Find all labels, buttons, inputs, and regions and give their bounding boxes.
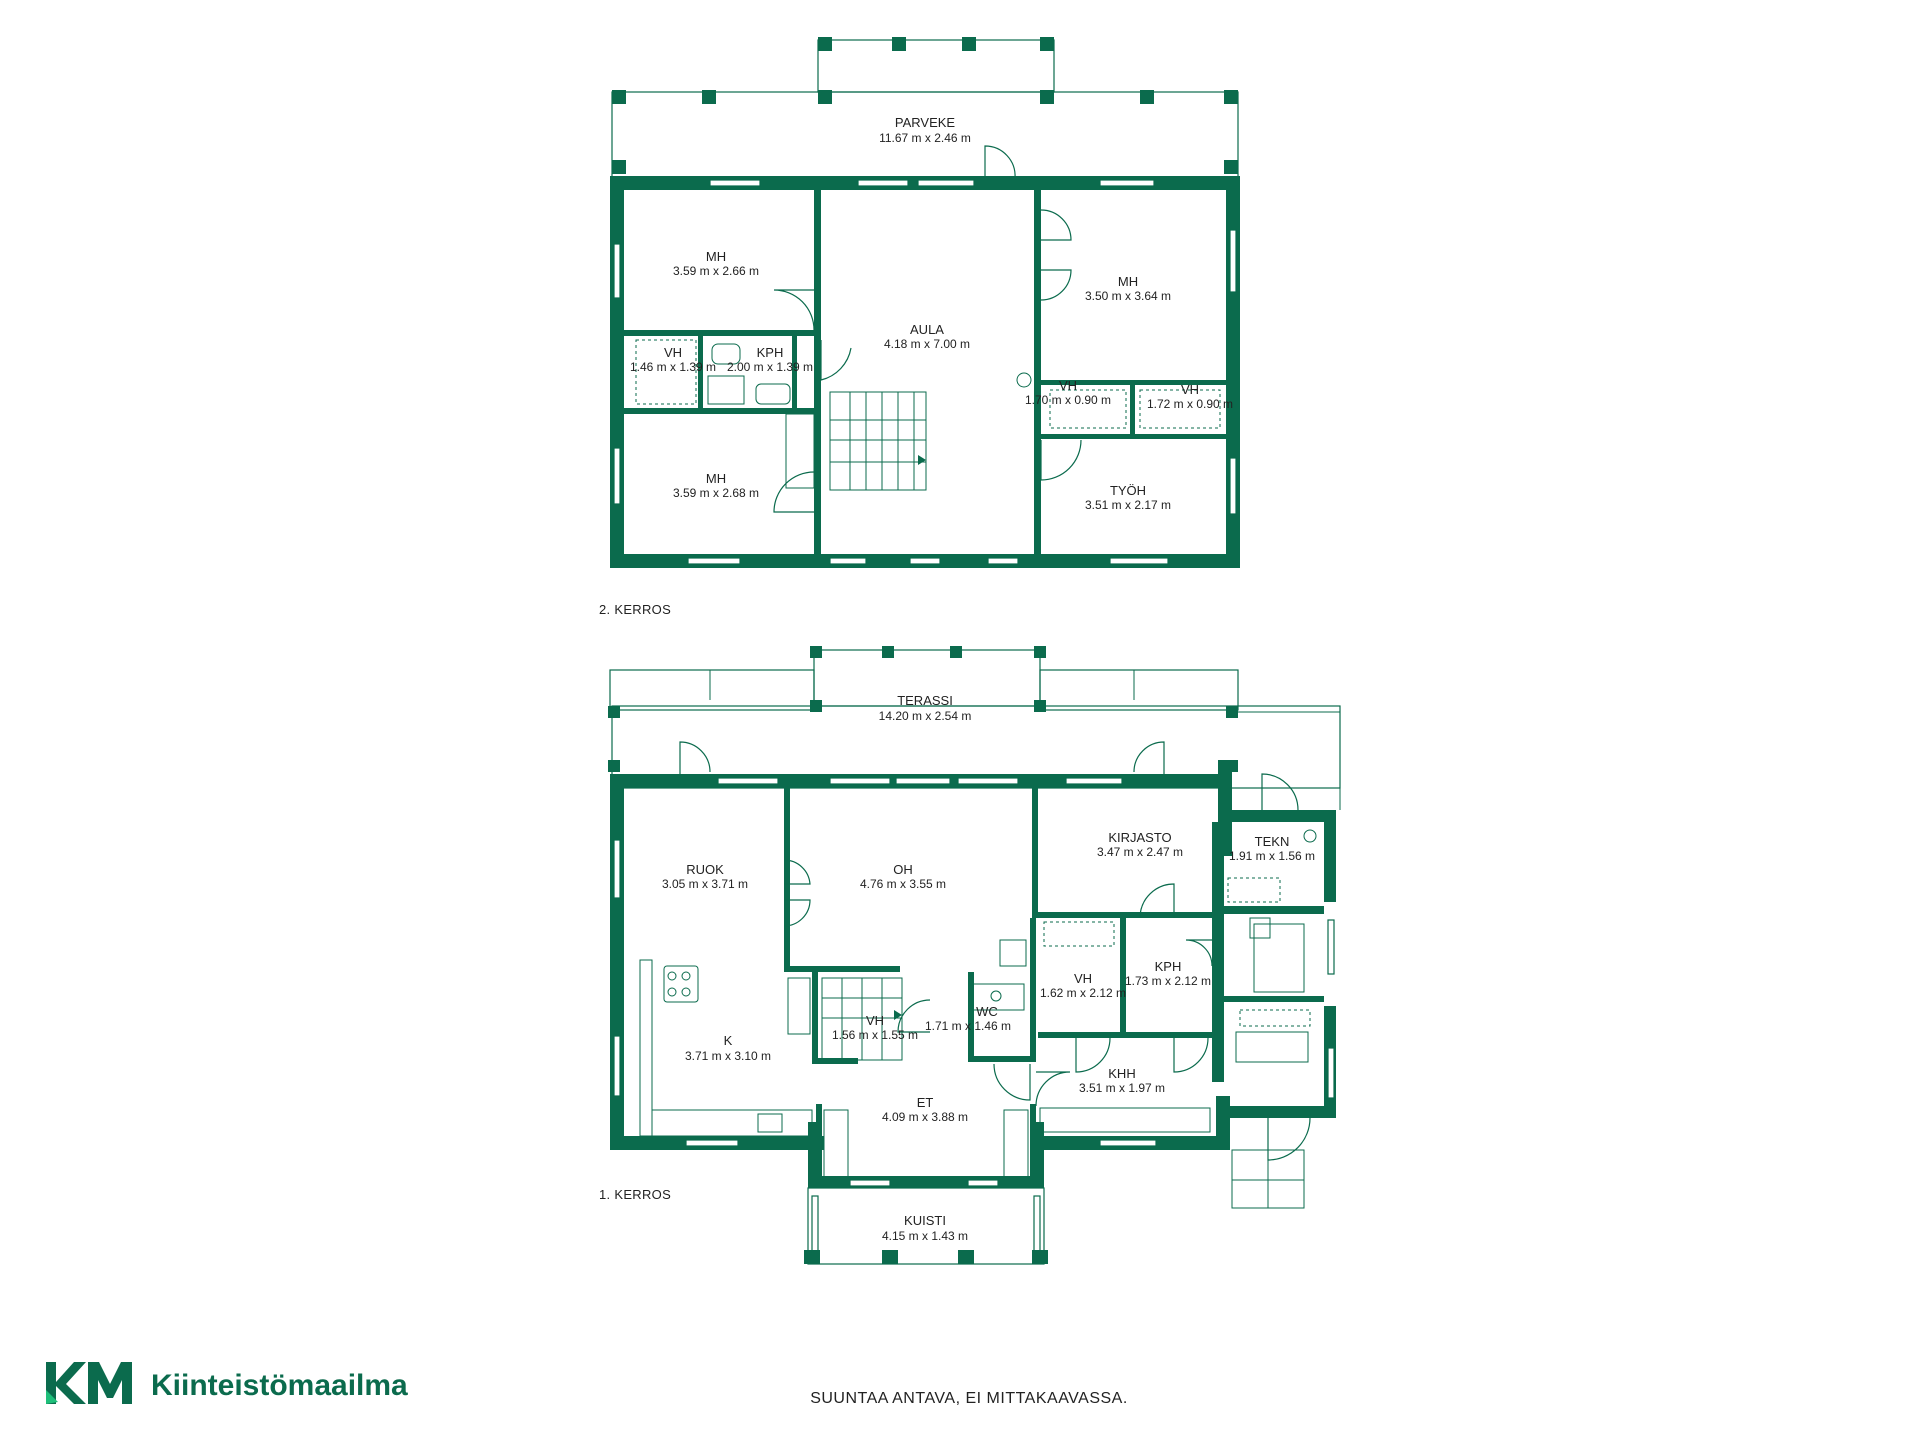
room-name-oh: OH: [893, 862, 913, 877]
room-name-tyoh: TYÖH: [1110, 483, 1146, 498]
terrace-deck-right: [1039, 669, 1239, 711]
room-size-tyoh: 3.51 m x 2.17 m: [1085, 498, 1171, 512]
terrace-bay: [813, 649, 1041, 707]
brand-logo: Kiinteistömaailma: [46, 1362, 408, 1404]
room-name-ruok: RUOK: [686, 862, 724, 877]
room-name-vh-mid: VH: [1074, 971, 1092, 986]
room-size-aula: 4.18 m x 7.00 m: [884, 337, 970, 351]
room-name-vh-stair: VH: [866, 1013, 884, 1028]
room-size-vh-mid: 1.62 m x 2.12 m: [1040, 986, 1126, 1000]
room-size-mh-nw: 3.59 m x 2.66 m: [673, 264, 759, 278]
room-name-mh-sw: MH: [706, 471, 726, 486]
room-size-tekn: 1.91 m x 1.56 m: [1229, 849, 1315, 863]
room-name-terassi: TERASSI: [897, 693, 953, 708]
balcony-bay: [817, 39, 1055, 93]
room-name-kph-up: KPH: [757, 345, 784, 360]
room-labels: PARVEKE 11.67 m x 2.46 m MH 3.59 m x 2.6…: [630, 115, 1315, 1243]
room-name-parveke: PARVEKE: [895, 115, 956, 130]
room-size-k: 3.71 m x 3.10 m: [685, 1049, 771, 1063]
terrace-deck-left: [609, 669, 815, 711]
disclaimer-note: SUUNTAA ANTAVA, EI MITTAKAAVASSA.: [810, 1390, 1128, 1407]
room-name-kuisti: KUISTI: [904, 1213, 946, 1228]
room-size-kuisti: 4.15 m x 1.43 m: [882, 1229, 968, 1243]
room-size-khh: 3.51 m x 1.97 m: [1079, 1081, 1165, 1095]
room-size-et: 4.09 m x 3.88 m: [882, 1110, 968, 1124]
room-size-kph-up: 2.00 m x 1.39 m: [727, 360, 813, 374]
room-name-kirjasto: KIRJASTO: [1108, 830, 1171, 845]
room-name-et: ET: [917, 1095, 934, 1110]
room-name-vh-w: VH: [664, 345, 682, 360]
room-size-vh-w: 1.46 m x 1.39 m: [630, 360, 716, 374]
room-name-mh-ne: MH: [1118, 274, 1138, 289]
room-size-ruok: 3.05 m x 3.71 m: [662, 877, 748, 891]
room-size-terassi: 14.20 m x 2.54 m: [879, 709, 972, 723]
room-name-kph-down: KPH: [1155, 959, 1182, 974]
exterior-wall-left: [610, 176, 624, 568]
brand-name: Kiinteistömaailma: [151, 1369, 408, 1402]
room-name-wc: WC: [976, 1004, 998, 1019]
room-name-mh-nw: MH: [706, 249, 726, 264]
room-name-aula: AULA: [910, 322, 944, 337]
room-size-oh: 4.76 m x 3.55 m: [860, 877, 946, 891]
room-name-vh-e1: VH: [1059, 378, 1077, 393]
room-size-parveke: 11.67 m x 2.46 m: [879, 131, 971, 145]
room-name-tekn: TEKN: [1255, 834, 1290, 849]
room-size-mh-ne: 3.50 m x 3.64 m: [1085, 289, 1171, 303]
floor-2: [610, 37, 1240, 568]
room-size-kph-down: 1.73 m x 2.12 m: [1125, 974, 1211, 988]
room-size-wc: 1.71 m x 1.46 m: [925, 1019, 1011, 1033]
room-name-khh: KHH: [1108, 1066, 1135, 1081]
room-size-mh-sw: 3.59 m x 2.68 m: [673, 486, 759, 500]
room-size-vh-stair: 1.56 m x 1.55 m: [832, 1028, 918, 1042]
room-name-vh-e2: VH: [1181, 382, 1199, 397]
km-logo-mark: [46, 1362, 132, 1404]
room-size-kirjasto: 3.47 m x 2.47 m: [1097, 845, 1183, 859]
floor-label-2: 2. KERROS: [599, 602, 671, 617]
floor-1: [608, 646, 1341, 1265]
room-size-vh-e1: 1.70 m x 0.90 m: [1025, 393, 1111, 407]
floor-label-1: 1. KERROS: [599, 1187, 671, 1202]
room-name-k: K: [724, 1033, 733, 1048]
room-size-vh-e2: 1.72 m x 0.90 m: [1147, 397, 1233, 411]
